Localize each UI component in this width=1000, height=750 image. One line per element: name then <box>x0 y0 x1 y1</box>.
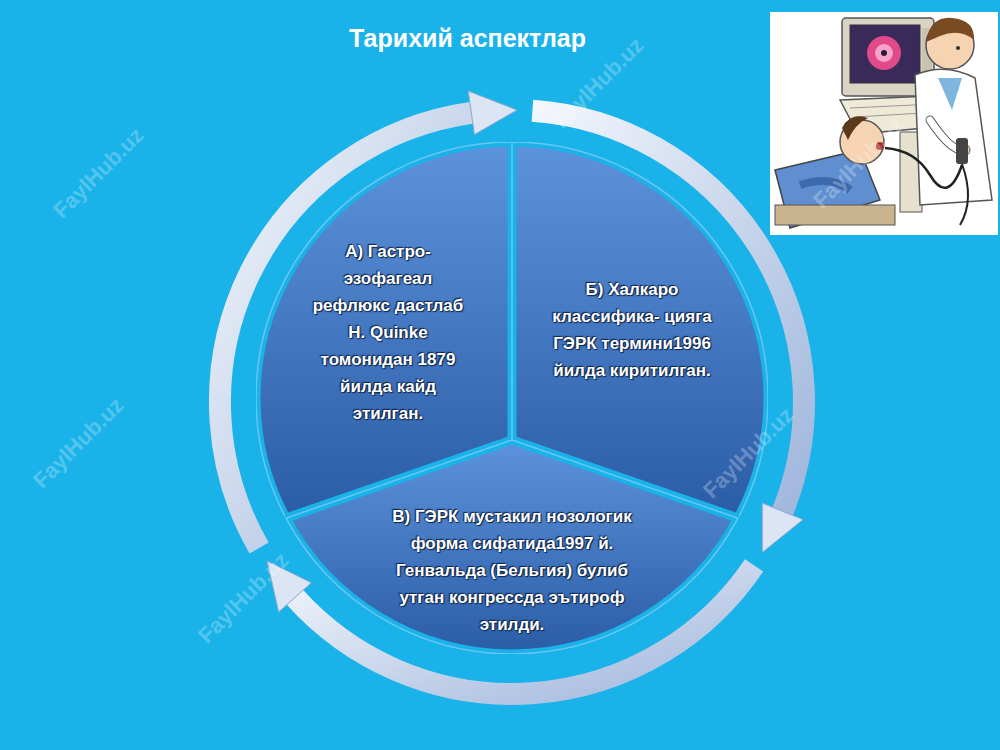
sector-text: В) ГЭРК мустакил нозологик форма сифатид… <box>384 503 640 638</box>
sector-outline <box>286 440 738 654</box>
watermark: FaylHub.uz <box>48 122 149 223</box>
cycle-sector: В) ГЭРК мустакил нозологик форма сифатид… <box>285 440 739 654</box>
arrow-head <box>762 503 803 552</box>
doctor-illustration <box>770 12 998 235</box>
slide-title: Тарихий аспектлар <box>280 22 655 54</box>
sector-text: Б) Халкаро классифика- цияга ГЭРК термин… <box>552 276 712 384</box>
arrow-head <box>468 91 517 135</box>
sector-edge <box>286 440 738 654</box>
sector-text: А) Гастро- эзофагеал рефлюкс дастлаб H. … <box>308 238 468 427</box>
watermark: FaylHub.uz <box>28 392 129 493</box>
